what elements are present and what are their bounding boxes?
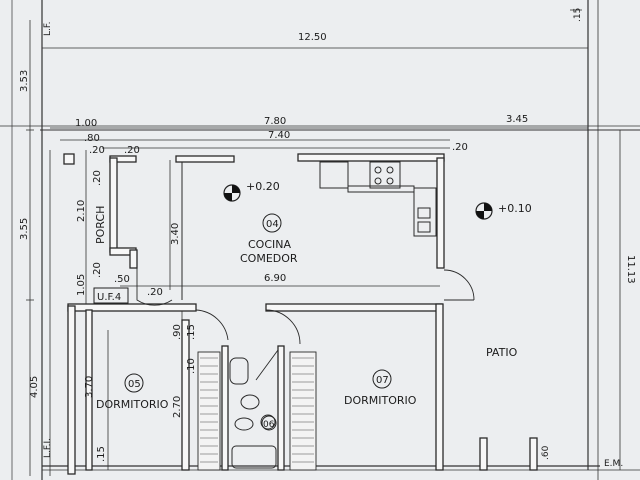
- dimension-labels: 12.50 1.00 7.80 3.45 .80 7.40 .20 .20 .2…: [19, 8, 636, 462]
- lf-top-tag: L.F.: [43, 22, 53, 36]
- level-labels: +0.20 +0.10: [246, 180, 532, 215]
- dim-270: 2.70: [172, 396, 183, 418]
- dim-20-e: .20: [147, 287, 163, 298]
- room-dorm2: DORMITORIO: [344, 394, 417, 407]
- bathroom-fixtures: [229, 357, 277, 469]
- room-dorm1: DORMITORIO: [96, 398, 169, 411]
- dim-353: 3.53: [19, 70, 30, 92]
- dim-780: 7.80: [264, 116, 286, 127]
- level-marker-patio: [475, 202, 493, 220]
- dim-105: 1.05: [76, 274, 87, 296]
- dim-90: .90: [172, 324, 183, 340]
- room-number-circles: [124, 213, 392, 431]
- lf-bottom-tag: L.F.I.: [43, 438, 53, 458]
- room-dorm2-number: 07: [376, 375, 389, 386]
- room-porch: PORCH: [94, 206, 107, 244]
- room-kitchen-number: 04: [266, 219, 279, 230]
- dim-405: 4.05: [29, 376, 40, 398]
- room-patio: PATIO: [486, 346, 518, 359]
- em-tag: E.M.: [604, 459, 623, 469]
- dim-15-b: .15: [96, 446, 107, 462]
- dim-370: 3.70: [84, 376, 95, 398]
- dim-100: 1.00: [75, 118, 97, 129]
- dim-1113: 11.13: [625, 255, 636, 284]
- walls: [63, 153, 538, 475]
- level-kitchen: +0.20: [246, 180, 280, 193]
- dim-345: 3.45: [506, 114, 528, 125]
- dim-690: 6.90: [264, 273, 286, 284]
- dim-20-d: .20: [92, 170, 103, 186]
- dim-20-c: .20: [452, 142, 468, 153]
- dim-740: 7.40: [268, 130, 290, 141]
- tag-labels: U.F.4 L.F. L.F.I. E.M.: [43, 22, 623, 469]
- kitchen-counter: [319, 161, 437, 237]
- door-swings: [136, 268, 475, 381]
- uf-tag: U.F.4: [97, 292, 121, 303]
- room-bath-number: 06: [263, 420, 275, 430]
- room-kitchen-line1: COCINA: [248, 238, 291, 251]
- dim-20-f: .20: [92, 262, 103, 278]
- dim-20-b: .20: [124, 145, 140, 156]
- dim-50: .50: [114, 274, 130, 285]
- dim-15-a: .15: [186, 324, 197, 340]
- dim-60: .60: [541, 445, 551, 460]
- dim-10: .10: [186, 358, 197, 374]
- dim-total-width: 12.50: [298, 32, 327, 43]
- dim-210: 2.10: [76, 200, 87, 222]
- dim-20-a: .20: [89, 145, 105, 156]
- dim-15-top: .15: [573, 8, 583, 22]
- uf-tag-box: [93, 287, 129, 304]
- closet-hatch: [200, 357, 314, 463]
- level-marker-kitchen: [223, 184, 241, 202]
- dim-340: 3.40: [170, 223, 181, 245]
- closets: [197, 351, 317, 471]
- room-labels: PORCH 04 COCINA COMEDOR 05 DORMITORIO 06…: [94, 206, 518, 430]
- room-kitchen-line2: COMEDOR: [240, 252, 298, 265]
- dim-355: 3.55: [19, 218, 30, 240]
- room-dorm1-number: 05: [128, 379, 141, 390]
- dim-80: .80: [84, 133, 100, 144]
- level-patio: +0.10: [498, 202, 532, 215]
